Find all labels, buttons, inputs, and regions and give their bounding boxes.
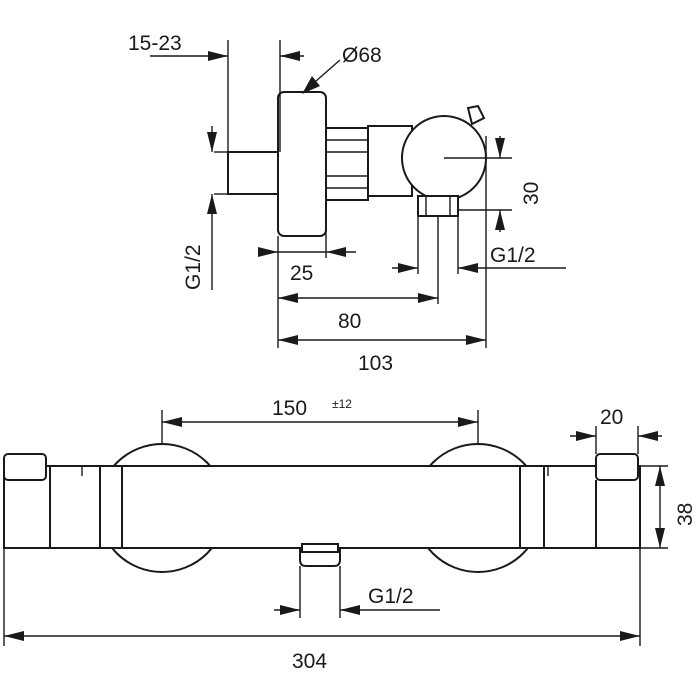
dim-offset: 80 — [277, 216, 439, 348]
dim-body-height: 38 — [640, 465, 697, 549]
label-thread-right: G1/2 — [490, 244, 536, 267]
end-cap-left — [3, 453, 47, 481]
label-rosette-diameter: Ø68 — [342, 44, 382, 67]
front-view — [3, 443, 641, 573]
outlet-nut — [417, 195, 459, 217]
label-height: 30 — [520, 182, 543, 205]
dim-cap-width: 20 — [570, 406, 662, 454]
dim-center-distance: 150 ±12 — [161, 397, 479, 444]
outlet-ring — [301, 543, 339, 553]
label-thread-left: G1/2 — [182, 244, 205, 290]
label-offset: 80 — [338, 310, 361, 333]
label-body-height: 38 — [674, 503, 697, 526]
label-cap-width: 20 — [600, 406, 623, 429]
dim-total-width: 304 — [3, 548, 641, 673]
dim-total-depth: 103 — [278, 136, 487, 375]
dim-rosette-diameter: Ø68 — [302, 44, 382, 94]
label-total-depth: 103 — [358, 352, 393, 375]
dim-rosette-depth: 25 — [258, 200, 356, 285]
label-center-tolerance: ±12 — [332, 397, 352, 411]
dim-thread-depth: 15-23 — [128, 32, 304, 152]
wall-rosette — [277, 91, 327, 237]
label-thread-outlet: G1/2 — [368, 585, 414, 608]
end-cap-right — [595, 453, 639, 481]
label-thread-depth: 15-23 — [128, 32, 182, 55]
dim-height: 30 — [444, 136, 543, 232]
label-total-width: 304 — [292, 650, 327, 673]
handle-lever — [466, 104, 486, 126]
side-view — [227, 91, 487, 237]
dim-thread-outlet: G1/2 — [274, 566, 440, 618]
label-rosette-depth: 25 — [290, 262, 313, 285]
dim-thread-left: G1/2 — [182, 126, 228, 290]
inlet-stub — [227, 151, 281, 195]
dim-thread-right: G1/2 — [392, 216, 566, 274]
label-center-distance: 150 — [272, 397, 307, 420]
mixer-bar — [3, 465, 641, 549]
hex-nut — [325, 127, 369, 201]
